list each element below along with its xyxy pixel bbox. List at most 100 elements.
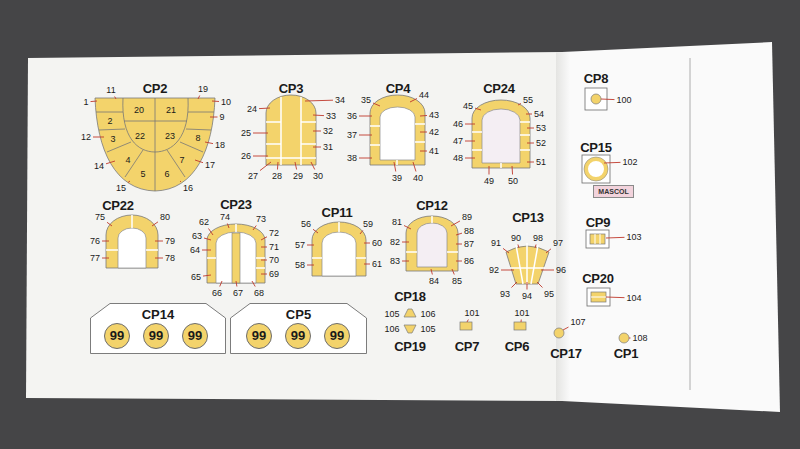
piece-number: 21 xyxy=(166,106,176,115)
small-mask xyxy=(404,309,416,317)
callout-number: 81 xyxy=(392,218,402,227)
mask-sheet-panel: CP14999999 xyxy=(90,303,226,354)
leader-line xyxy=(431,269,432,275)
leader-line xyxy=(420,151,427,152)
leader-line xyxy=(203,275,211,276)
leader-line xyxy=(535,245,536,249)
callout-number: 104 xyxy=(626,294,641,303)
leader-line xyxy=(518,104,521,105)
leader-line xyxy=(102,258,109,259)
callout-number: 19 xyxy=(198,85,208,94)
callout-number: 33 xyxy=(326,112,336,121)
mask-shape xyxy=(312,222,366,276)
leader-line xyxy=(253,156,268,157)
piece-number: 8 xyxy=(195,134,200,143)
callout-number: 15 xyxy=(116,184,126,193)
callout-number: 51 xyxy=(536,158,546,167)
leader-line xyxy=(404,226,411,229)
callout-number: 73 xyxy=(256,215,266,224)
leader-line xyxy=(307,265,314,266)
leader-line xyxy=(629,338,630,339)
part-code: CP17 xyxy=(550,347,582,360)
callout-number: 56 xyxy=(301,220,311,229)
leader-line xyxy=(359,158,372,159)
mask-shape xyxy=(266,95,316,165)
window-opening xyxy=(417,223,447,267)
leader-line xyxy=(475,108,481,110)
part-frame xyxy=(582,155,610,183)
leader-line xyxy=(413,162,416,172)
callout-number: 42 xyxy=(429,128,439,137)
leader-line xyxy=(488,166,489,175)
callout-number: 76 xyxy=(90,237,100,246)
leader-line xyxy=(102,241,109,242)
leader-line xyxy=(212,101,219,102)
leader-line xyxy=(420,132,427,133)
leader-line xyxy=(601,99,614,101)
small-mask xyxy=(460,322,472,330)
mask-shape xyxy=(106,215,158,268)
leader-line xyxy=(295,162,297,170)
leader-line xyxy=(210,117,217,118)
leader-line xyxy=(410,99,417,102)
callout-number: 29 xyxy=(293,172,303,181)
leader-line xyxy=(518,245,519,249)
leader-line xyxy=(456,233,462,235)
leader-line xyxy=(359,135,372,136)
part-code: CP6 xyxy=(505,340,530,353)
callout-number: 38 xyxy=(347,154,357,163)
cut-line xyxy=(591,297,606,298)
part-code: CP11 xyxy=(321,206,352,219)
callout-number: 34 xyxy=(335,96,345,105)
leader-line xyxy=(198,96,200,100)
callout-number: 11 xyxy=(106,86,115,95)
leader-line xyxy=(563,327,568,330)
callout-number: 85 xyxy=(452,277,462,286)
leader-line xyxy=(115,97,116,100)
cut-line xyxy=(266,97,316,165)
leader-line xyxy=(541,270,554,271)
leader-line xyxy=(180,181,182,183)
leader-line xyxy=(155,241,163,242)
cut-line xyxy=(595,234,600,244)
piece-number: 6 xyxy=(164,170,169,179)
callout-number: 92 xyxy=(489,266,499,275)
leader-line xyxy=(456,244,462,245)
callout-number: 24 xyxy=(247,105,257,114)
callout-number: 25 xyxy=(241,129,251,138)
part-code: CP9 xyxy=(586,216,611,229)
leader-line xyxy=(402,261,409,262)
callout-number: 100 xyxy=(616,96,631,105)
callout-number: 65 xyxy=(191,273,201,282)
callout-number: 84 xyxy=(429,277,439,286)
callout-number: 95 xyxy=(544,290,554,299)
callout-number: 16 xyxy=(183,184,193,193)
mask-shape xyxy=(207,224,265,283)
callout-number: 69 xyxy=(269,270,279,279)
leader-line xyxy=(360,231,363,235)
callout-number: 70 xyxy=(269,256,279,265)
callout-number: 41 xyxy=(429,147,439,156)
mask-number: 99 xyxy=(144,329,168,342)
mask-circle: 99 xyxy=(285,323,311,349)
callout-number: 60 xyxy=(372,239,382,248)
leader-line xyxy=(373,103,380,106)
callout-number: 18 xyxy=(215,141,225,150)
leader-line xyxy=(521,320,522,323)
callout-number: 88 xyxy=(464,227,474,236)
small-mask xyxy=(590,234,605,244)
leader-line xyxy=(227,224,229,229)
leader-line xyxy=(259,108,270,110)
part-code: CP5 xyxy=(230,308,367,321)
callout-number: 59 xyxy=(363,220,373,229)
leader-line xyxy=(305,100,333,102)
part-code: CP22 xyxy=(102,199,134,212)
leader-line xyxy=(511,282,517,288)
callout-number: 63 xyxy=(192,232,202,241)
mask-shape xyxy=(95,98,215,191)
part-code: CP24 xyxy=(483,82,515,95)
part-code: CP14 xyxy=(90,308,226,321)
callout-number: 93 xyxy=(500,290,510,299)
callout-number: 50 xyxy=(508,177,518,186)
leader-line xyxy=(261,247,267,248)
